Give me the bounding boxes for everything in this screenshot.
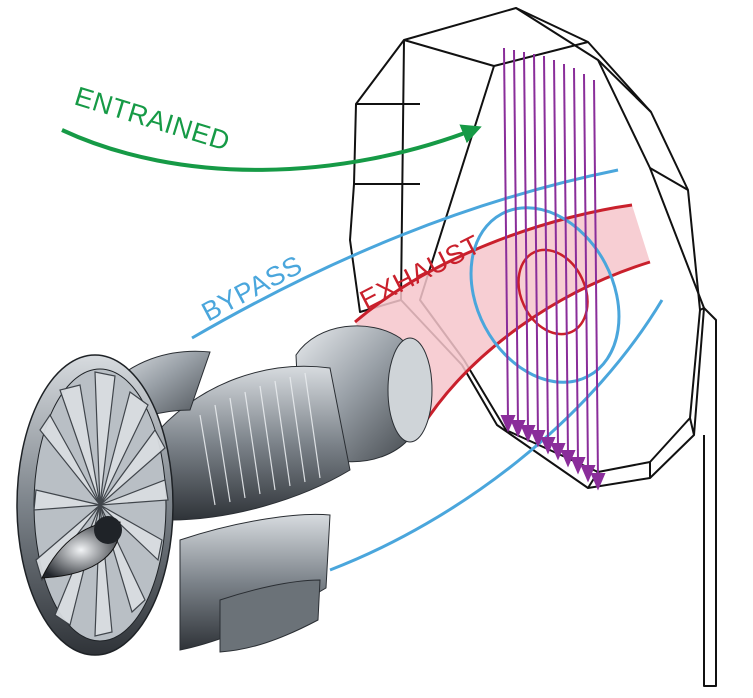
laser-arrow bbox=[520, 51, 536, 443]
exhaust-cross-section bbox=[517, 248, 589, 336]
laser-arrow bbox=[500, 47, 516, 433]
laser-arrow bbox=[540, 55, 556, 455]
laser-arrow bbox=[590, 79, 606, 491]
entrained-flow-arrow bbox=[61, 124, 482, 172]
bypass-label: BYPASS bbox=[197, 250, 307, 328]
bypass-cross-section bbox=[469, 206, 621, 384]
laser-sheet bbox=[500, 47, 606, 491]
bypass-stream bbox=[191, 168, 664, 572]
laser-arrow bbox=[510, 49, 526, 438]
turbofan-engine-icon bbox=[16, 325, 433, 656]
